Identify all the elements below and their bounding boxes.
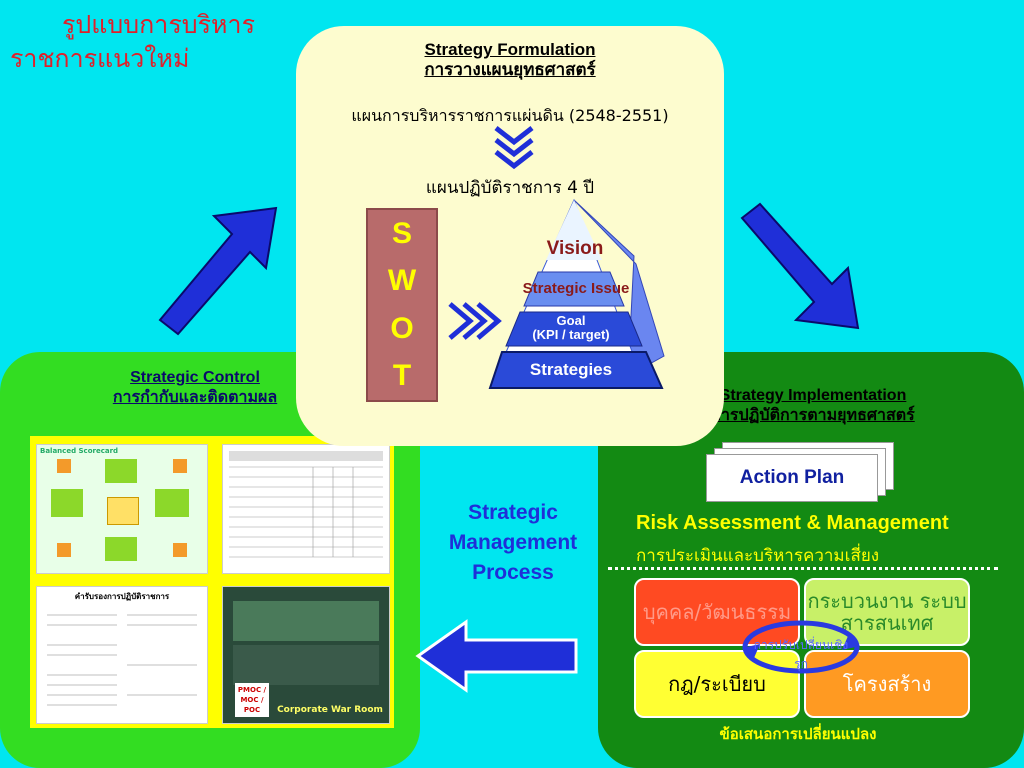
arrow-left-icon	[415, 619, 578, 693]
cell-process-label: กระบวนงาน ระบบสารสนเทศ	[807, 589, 967, 635]
strategic-control-title-en: Strategic Control	[130, 369, 260, 386]
cell-structure-label: โครงสร้าง	[842, 672, 932, 696]
cell-rules: กฎ/ระเบียบ	[634, 650, 800, 718]
pyramid-issue-label: Strategic Issue	[522, 280, 630, 297]
war-room-floor	[233, 645, 379, 685]
national-plan-text: แผนการบริหารราชการแผ่นดิน (2548-2551)	[351, 106, 669, 125]
war-room-tag: PMOC / MOC / POC	[235, 683, 269, 717]
war-room-thumbnail[interactable]: PMOC / MOC / POC Corporate War Room	[222, 586, 390, 724]
bsc-arrow-icon	[173, 459, 187, 473]
formulation-header: Strategy Formulation การวางแผนยุทธศาสตร์	[296, 40, 724, 80]
cycle-arrows-icon	[742, 620, 860, 674]
swot-t: T	[392, 359, 412, 393]
pyramid-vision-label: Vision	[546, 238, 604, 259]
cell-rules-label: กฎ/ระเบียบ	[668, 672, 766, 696]
swot-o: O	[390, 311, 414, 345]
risk-title-en: Risk Assessment & Management	[636, 512, 949, 534]
center-label-line2: Management	[448, 531, 578, 554]
swot-s: S	[391, 216, 412, 250]
page-title: รูปแบบการบริหาร ราชการแนวใหม่	[10, 8, 255, 76]
action-plan-label: Action Plan	[739, 467, 845, 488]
war-room-label: Corporate War Room	[277, 705, 383, 715]
double-chevron-down-icon	[494, 126, 534, 170]
war-room-screens	[233, 601, 379, 641]
risk-title-th: การประเมินและบริหารความเสี่ยง	[636, 546, 880, 566]
arrow-down-right-icon	[740, 202, 860, 330]
bsc-arrow-icon	[173, 543, 187, 557]
performance-agreement-thumbnail[interactable]: คำรับรองการปฏิบัติราชการ	[36, 586, 208, 724]
strategic-management-process-label: Strategic Management Process	[424, 498, 602, 588]
pyramid-strategies-label: Strategies	[529, 360, 613, 379]
cell-structure: โครงสร้าง	[804, 650, 970, 718]
form-lines	[47, 614, 197, 706]
strategy-implementation-panel: Strategy Implementation การปฏิบัติการตาม…	[598, 352, 1024, 768]
page-title-line2: ราชการแนวใหม่	[10, 44, 190, 73]
change-proposal-footer: ข้อเสนอการเปลี่ยนแปลง	[719, 725, 877, 743]
action-plan-card[interactable]: Action Plan	[706, 454, 878, 502]
arrow-up-right-icon	[158, 206, 278, 336]
swot-w: W	[387, 264, 417, 298]
bsc-box-vision	[107, 497, 139, 525]
swot-column: S W O T	[366, 208, 438, 402]
bsc-box-customer	[51, 489, 83, 517]
bsc-arrow-icon	[57, 543, 71, 557]
page-title-line1: รูปแบบการบริหาร	[62, 10, 255, 39]
bsc-label: Balanced Scorecard	[40, 447, 119, 455]
form-title: คำรับรองการปฏิบัติราชการ	[74, 592, 170, 601]
bsc-arrow-icon	[57, 459, 71, 473]
cell-people-culture: บุคคล/วัฒนธรรม	[634, 578, 800, 646]
cycle-center-label: การปรับเปลี่ยนเชิงรุก	[753, 638, 849, 671]
strategic-control-title-th: การกำกับและติดตามผล	[112, 389, 278, 406]
formulation-title-en: Strategy Formulation	[424, 40, 596, 59]
bsc-box-internal	[155, 489, 189, 517]
implementation-title-th: การปฏิบัติการตามยุทธศาสตร์	[711, 407, 915, 424]
triple-chevron-right-icon	[448, 302, 502, 340]
dotted-divider	[608, 567, 998, 570]
bsc-box-learning	[105, 537, 137, 561]
bsc-box-financial	[105, 459, 137, 483]
cell-people-label: บุคคล/วัฒนธรรม	[642, 600, 792, 624]
center-label-line3: Process	[472, 561, 554, 584]
strategic-control-header: Strategic Control การกำกับและติดตามผล	[80, 368, 310, 408]
pyramid-goal-line2: (KPI / target)	[532, 327, 610, 342]
balanced-scorecard-thumbnail[interactable]: Balanced Scorecard	[36, 444, 208, 574]
pyramid-goal-line1: Goal	[556, 313, 586, 328]
center-label-line1: Strategic	[468, 501, 558, 524]
implementation-header: Strategy Implementation การปฏิบัติการตาม…	[668, 386, 958, 426]
cell-process-it: กระบวนงาน ระบบสารสนเทศ	[804, 578, 970, 646]
four-year-plan-text: แผนปฏิบัติราชการ 4 ปี	[425, 178, 595, 198]
implementation-title-en: Strategy Implementation	[719, 387, 907, 404]
control-collage: Balanced Scorecard	[30, 436, 394, 728]
kpi-table-thumbnail[interactable]	[222, 444, 390, 574]
kpi-table-lines	[229, 451, 383, 558]
strategy-pyramid	[488, 198, 665, 389]
pyramid-goal-label: Goal (KPI / target)	[506, 314, 636, 342]
formulation-title-th: การวางแผนยุทธศาสตร์	[424, 60, 596, 79]
